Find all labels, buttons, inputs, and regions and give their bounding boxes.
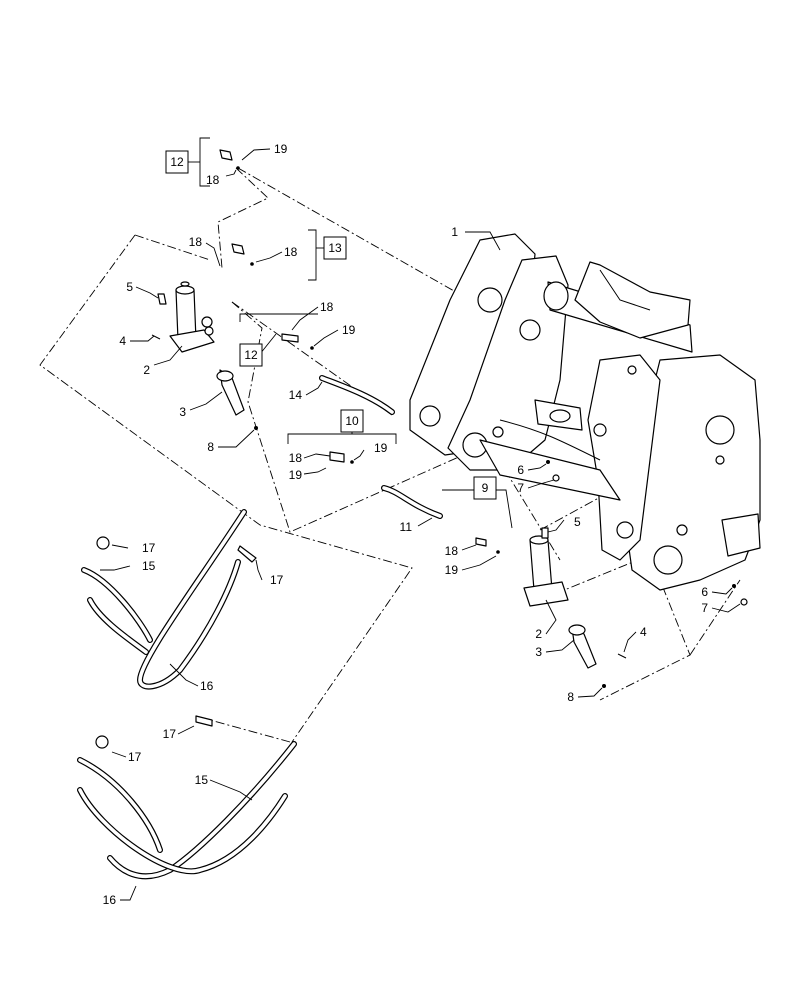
callout-17-lower-left: 17 <box>128 750 142 764</box>
callout-19-kit10-left: 19 <box>289 468 303 482</box>
quick-coupler-frame <box>409 233 761 591</box>
callout-16-lower: 16 <box>103 893 117 907</box>
callout-1: 1 <box>451 225 458 239</box>
callout-18-right-upper: 18 <box>284 245 298 259</box>
kit-label-12-mid: 12 <box>244 348 258 362</box>
callout-19-kit9: 19 <box>445 563 459 577</box>
callout-18-kit10: 18 <box>289 451 303 465</box>
callout-18-mid: 18 <box>320 300 334 314</box>
kit-box-12-mid <box>239 343 263 367</box>
kit-label-13: 13 <box>328 241 342 255</box>
callout-3-right: 3 <box>535 645 542 659</box>
callout-17-upper-right: 17 <box>270 573 284 587</box>
callout-7-left: 7 <box>517 481 524 495</box>
left-roll-pin <box>151 334 161 340</box>
dust-caps <box>95 536 257 749</box>
kit-box-9 <box>473 476 497 500</box>
callout-19-mid: 19 <box>342 323 356 337</box>
callout-17-upper-left: 17 <box>142 541 156 555</box>
kit-label-12-top: 12 <box>170 155 184 169</box>
callout-4-left: 4 <box>119 334 126 348</box>
kit-box-13 <box>323 236 347 260</box>
callout-16-upper: 16 <box>200 679 214 693</box>
callout-18-kit9: 18 <box>445 544 459 558</box>
callout-8-right: 8 <box>567 690 574 704</box>
callout-5-right: 5 <box>574 515 581 529</box>
callout-18-top: 18 <box>206 173 220 187</box>
callout-11: 11 <box>400 520 413 534</box>
callout-15-upper: 15 <box>142 559 156 573</box>
leader-lines <box>100 148 741 901</box>
kit-label-10: 10 <box>345 414 359 428</box>
right-grease-fitting <box>541 527 549 539</box>
callout-19-top: 19 <box>274 142 288 156</box>
kit-label-9: 9 <box>482 481 489 495</box>
right-lock-pin <box>568 624 597 669</box>
callout-4-right: 4 <box>640 625 647 639</box>
callout-5-left: 5 <box>126 280 133 294</box>
callout-15-lower: 15 <box>195 773 209 787</box>
callout-6-right: 6 <box>701 585 708 599</box>
upper-hose-pair <box>81 509 247 690</box>
left-grease-fitting <box>157 293 167 305</box>
callout-17-lower-right: 17 <box>163 727 177 741</box>
right-snap-ring <box>602 684 606 688</box>
bolt-washer-set <box>546 460 748 606</box>
callout-14: 14 <box>289 388 303 402</box>
callout-19-kit10-right: 19 <box>374 441 388 455</box>
callout-18-left-upper: 18 <box>189 235 203 249</box>
short-hose-11 <box>381 485 443 519</box>
callout-7-right: 7 <box>701 601 708 615</box>
kit-box-12-top <box>165 150 189 174</box>
right-roll-pin <box>617 653 627 659</box>
left-lock-pin <box>216 369 245 416</box>
callout-8-left: 8 <box>207 440 214 454</box>
kit-box-10 <box>340 409 364 433</box>
left-lock-cylinder <box>169 281 215 353</box>
callout-2-right: 2 <box>535 627 542 641</box>
fittings <box>219 149 500 554</box>
lower-hose-pair <box>77 741 297 880</box>
right-lock-cylinder <box>523 535 569 607</box>
left-snap-ring <box>254 426 258 430</box>
callout-3-left: 3 <box>179 405 186 419</box>
callout-2-left: 2 <box>143 363 150 377</box>
callout-6-left: 6 <box>517 463 524 477</box>
short-hose-14 <box>319 375 395 415</box>
